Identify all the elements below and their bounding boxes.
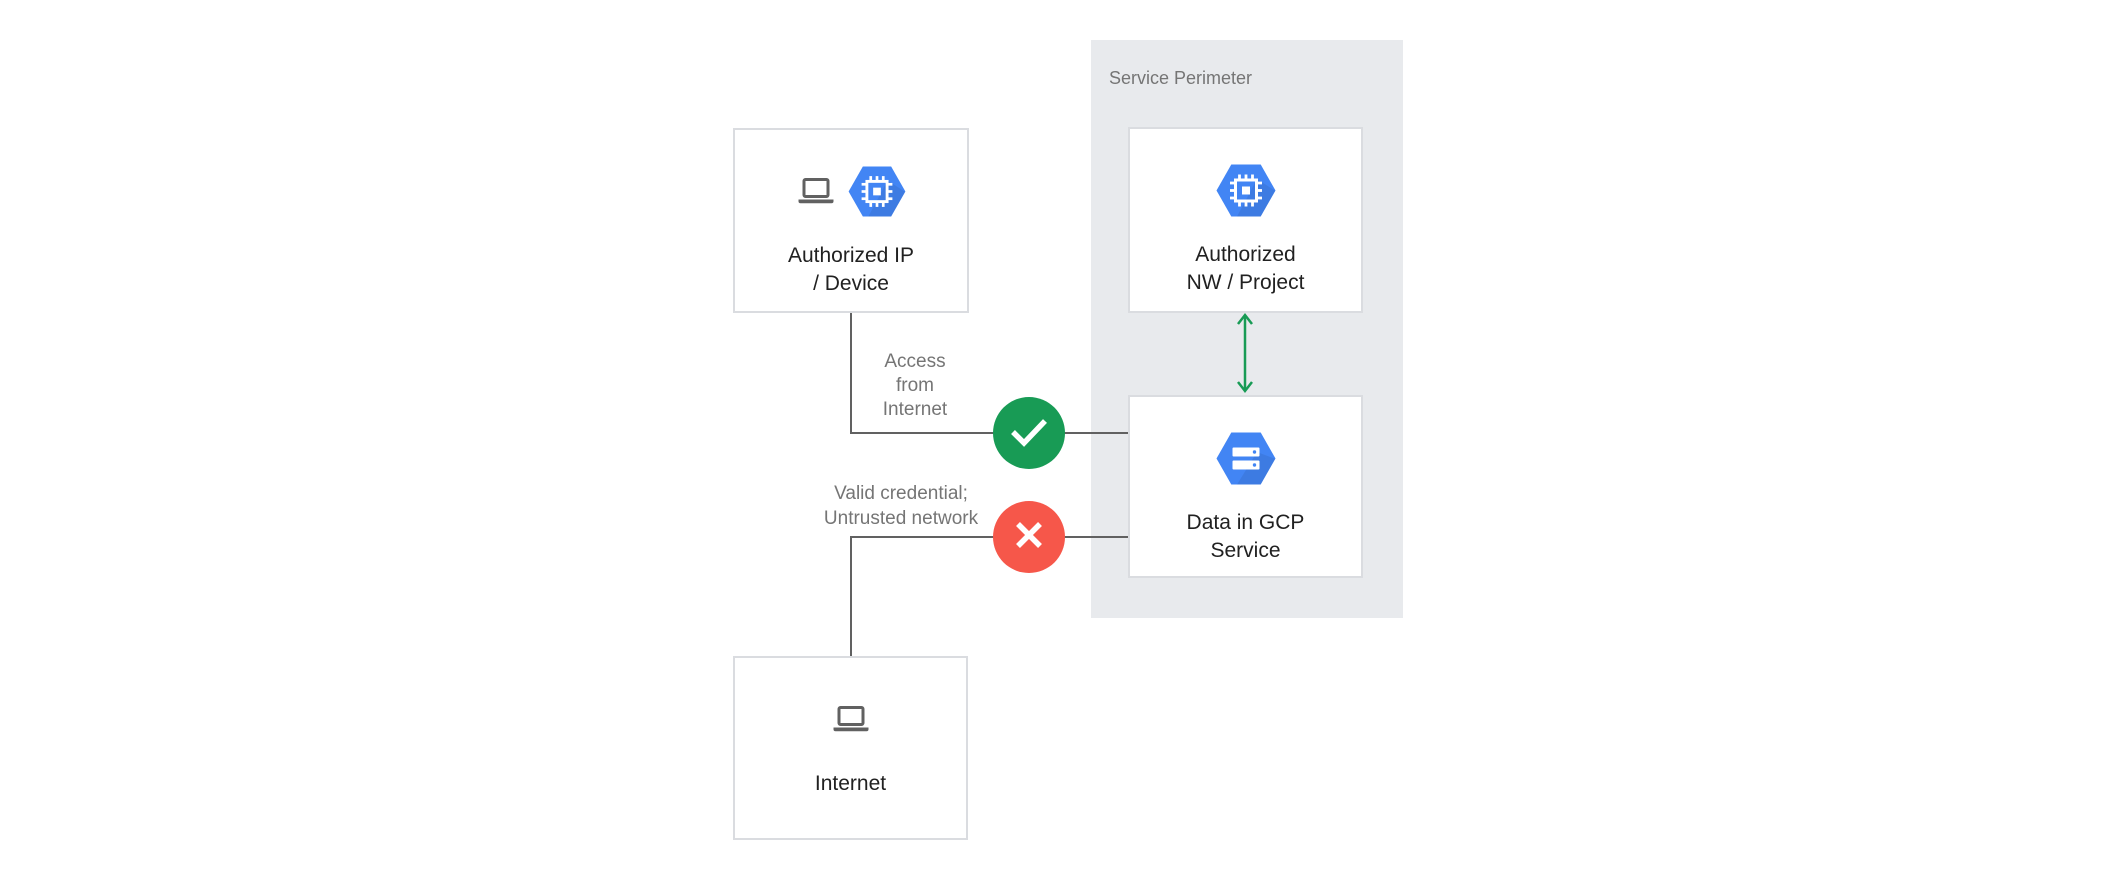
node-label-line2: Service [1210, 539, 1281, 562]
laptop-icon [831, 704, 871, 741]
storage-icon [1216, 432, 1276, 490]
status-denied-badge [993, 501, 1065, 573]
node-authorized-nw-project: Authorized NW / Project [1128, 127, 1363, 313]
connector-internet-horizontal [850, 536, 1128, 538]
node-label: Authorized NW / Project [1187, 241, 1305, 297]
edge-label-access-from-internet: Access from Internet [845, 350, 985, 422]
node-label-line1: Internet [814, 772, 887, 795]
node-data-in-gcp-service: Data in GCP Service [1128, 395, 1363, 578]
node-label-line1: Data in GCP [1186, 511, 1305, 534]
connector-internet-vertical [850, 537, 852, 656]
service-perimeter-label: Service Perimeter [1109, 68, 1253, 88]
node-label: Internet [815, 770, 886, 798]
compute-engine-icon [848, 166, 906, 222]
laptop-icon [796, 176, 836, 213]
check-icon [993, 395, 1065, 472]
edge-label-line3: Internet [882, 399, 948, 420]
edge-label-line2: from [896, 375, 934, 396]
edge-label-line2: Untrusted network [823, 508, 979, 529]
connector-authorized-ip-vertical [850, 313, 852, 433]
node-internet: Internet [733, 656, 968, 840]
node-icon-row [831, 694, 871, 750]
connector-authorized-ip-horizontal [850, 432, 1128, 434]
node-icon-row [796, 166, 906, 222]
node-label-line1: Authorized [1195, 243, 1296, 266]
cross-icon [993, 499, 1065, 576]
edge-label-line1: Access [884, 351, 946, 372]
edge-label-valid-credential-untrusted: Valid credential; Untrusted network [791, 481, 1011, 531]
node-icon-row [1216, 432, 1276, 490]
node-icon-row [1216, 164, 1276, 222]
node-authorized-ip-device: Authorized IP / Device [733, 128, 969, 313]
edge-label-line1: Valid credential; [834, 483, 968, 504]
node-label: Authorized IP / Device [788, 242, 914, 298]
node-label-line2: NW / Project [1186, 271, 1305, 294]
bidirectional-arrow-icon [1235, 312, 1255, 399]
node-label-line1: Authorized IP [787, 244, 915, 267]
node-label: Data in GCP Service [1187, 509, 1305, 565]
compute-engine-icon [1216, 164, 1276, 222]
node-label-line2: / Device [813, 272, 889, 295]
status-allowed-badge [993, 397, 1065, 469]
